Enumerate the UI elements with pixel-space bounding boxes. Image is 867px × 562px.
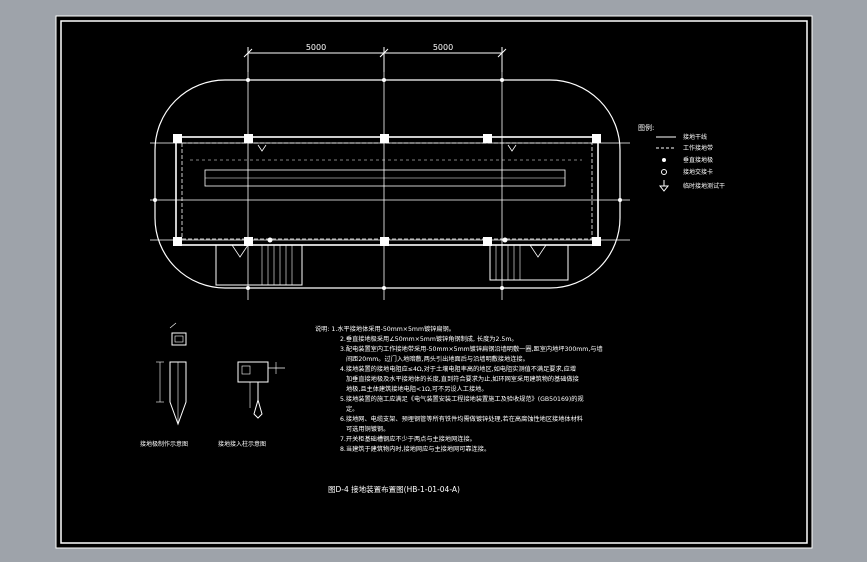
note-line: 2.垂直接地极采用∠50mm×5mm镀锌角钢制成, 长度为2.5m。 [340, 335, 518, 343]
building-plan [173, 134, 601, 286]
drawing-title: 图D-4 接地装置布置图(HB-1-01-04-A) [328, 484, 460, 494]
legend: 图例: 接地干线 工作接地带 垂直接地极 接地交接卡 临时接地测试干 [638, 123, 725, 192]
connection-detail: 接地接入柱示意图 [218, 361, 285, 448]
note-line: 5.接地装置的施工应满足《电气装置安装工程接地装置施工及验收规范》(GB5016… [340, 395, 584, 403]
legend-dot-symbol [662, 158, 666, 162]
inner-border [60, 20, 808, 544]
legend-item-1: 接地干线 [683, 133, 707, 141]
legend-title: 图例: [638, 123, 654, 132]
legend-item-5: 临时接地测试干 [683, 182, 725, 190]
dimension-right: 5000 [433, 43, 453, 52]
electrode-detail: 接地极制作示意图 [140, 322, 188, 448]
note-line: 定。 [346, 405, 358, 413]
note-line: 说明: 1.水平接地体采用-50mm×5mm镀锌扁钢。 [315, 325, 455, 333]
note-line: 4.接地装置的接地电阻应≤4Ω,对于土壤电阻率高的地区,如电阻实测值不满足要求,… [340, 365, 576, 373]
legend-item-3: 垂直接地极 [683, 156, 713, 164]
electrode-detail-caption: 接地极制作示意图 [140, 440, 188, 448]
ground-arrow-icon [658, 180, 670, 192]
note-line: 6.接地网、电缆支架、预埋钢管等所有铁件均需做镀锌处理,若在高腐蚀性地区接地体材… [340, 415, 583, 423]
legend-item-2: 工作接地带 [683, 144, 713, 152]
note-line: 3.配电装置室内工作接地带采用-50mm×5mm镀锌扁钢沿墙明敷一圈,距室内地坪… [340, 345, 603, 353]
dimension-chain: 5000 5000 [243, 43, 507, 72]
outer-border [55, 15, 813, 549]
note-line: 间距20mm。过门入地暗敷,两头引出地面后与沿墙明敷接地连接。 [346, 355, 529, 363]
grounding-loop [154, 79, 621, 289]
note-line: 8.当建筑于建筑物内时,接地网应与主接地网可靠连接。 [340, 445, 490, 453]
legend-item-4: 接地交接卡 [683, 168, 713, 176]
note-line: 可选用铜镀钢。 [346, 425, 389, 433]
dimension-left: 5000 [306, 43, 326, 52]
notes-block: 说明: 1.水平接地体采用-50mm×5mm镀锌扁钢。 2.垂直接地极采用∠50… [315, 325, 603, 453]
legend-ring-symbol [661, 169, 667, 175]
drawing-canvas [56, 16, 812, 548]
note-line: 7.开关柜基础槽钢应不少于两点与主接地网连接。 [340, 435, 476, 443]
note-line: 加垂直接地极及水平接地体的长度,直到符合要求为止,如环网室采用建筑物的基础做接 [346, 375, 579, 383]
connection-detail-caption: 接地接入柱示意图 [218, 440, 266, 448]
grounding-electrodes [153, 78, 622, 290]
note-line: 地极,且主体建筑接地电阻<1Ω,可不另设人工接地。 [346, 385, 488, 393]
building-columns [173, 134, 601, 246]
